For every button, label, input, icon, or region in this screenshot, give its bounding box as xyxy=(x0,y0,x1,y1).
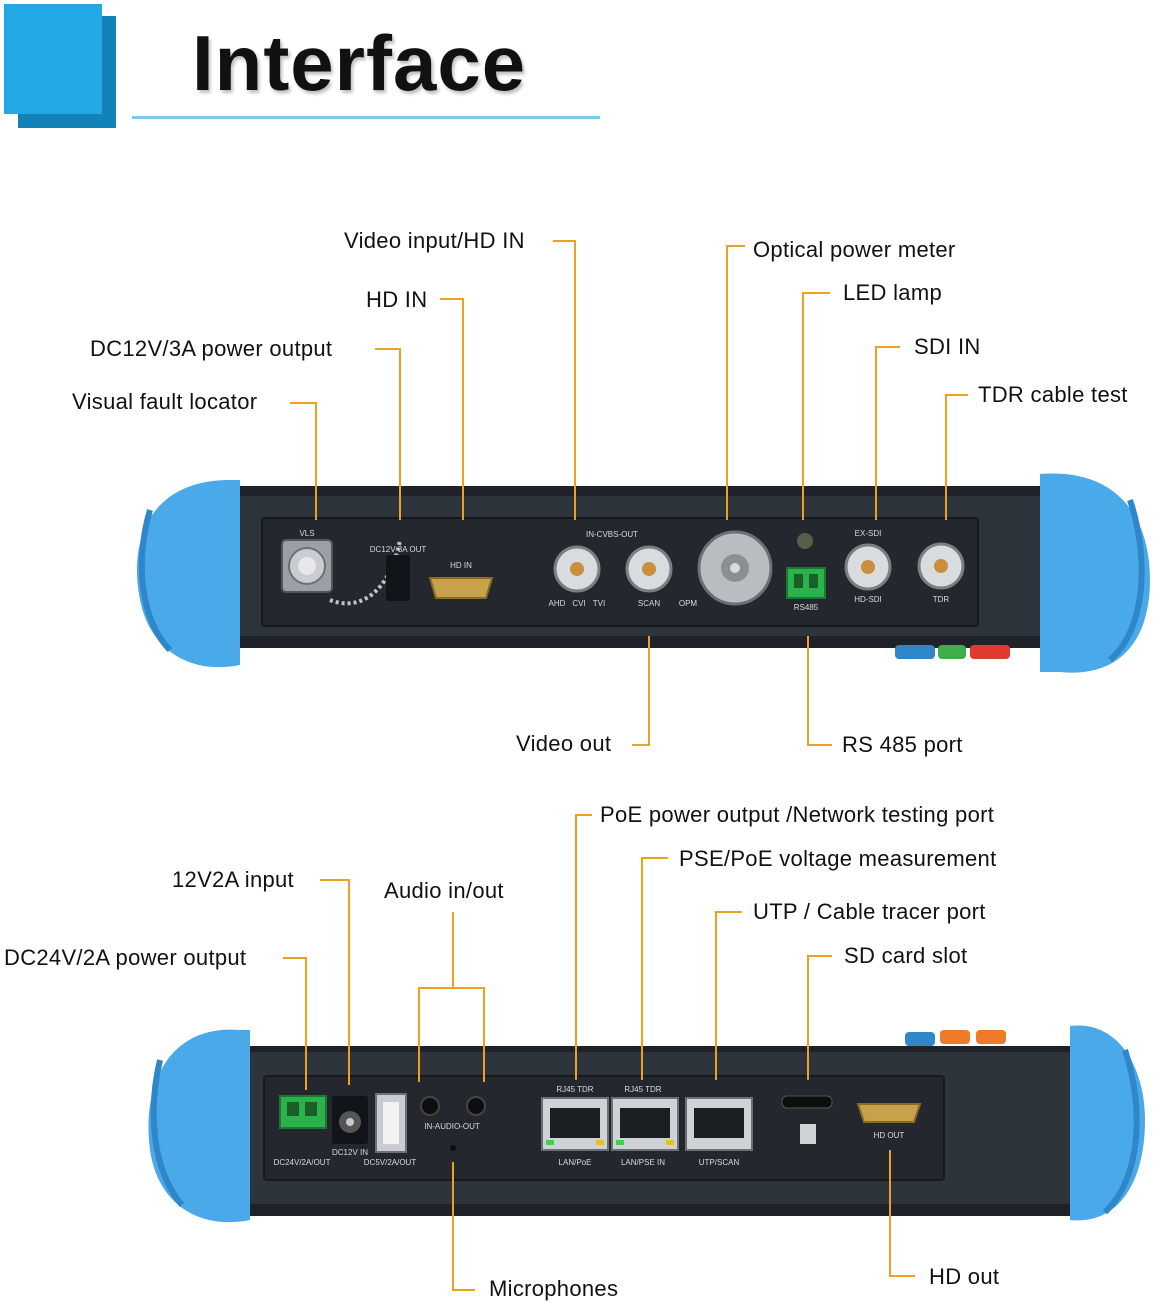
label-tvi: TVI xyxy=(593,599,605,608)
label-dc12v: DC12V 3A OUT xyxy=(370,545,427,554)
callout-pse-poe-voltage: PSE/PoE voltage measurement xyxy=(679,846,997,871)
label-in-cvbs-out: IN-CVBS-OUT xyxy=(586,530,638,539)
label-tdr: TDR xyxy=(933,595,950,604)
label-hd-sdi: HD-SDI xyxy=(854,595,882,604)
callout-visual-fault-locator: Visual fault locator xyxy=(72,389,258,414)
bottom-port-labels: DC24V/2A/OUT DC12V IN DC5V/2A/OUT IN-AUD… xyxy=(274,1085,905,1167)
callout-rs485-port: RS 485 port xyxy=(842,732,963,757)
callout-tdr-cable-test: TDR cable test xyxy=(978,382,1128,407)
callout-dc12v-power-output: DC12V/3A power output xyxy=(90,336,333,361)
top-leader-lines xyxy=(290,240,968,746)
callout-hd-out: HD out xyxy=(929,1264,1000,1289)
label-dc12v-in: DC12V IN xyxy=(332,1148,368,1157)
callout-dc24v-power-output: DC24V/2A power output xyxy=(4,945,247,970)
label-dc24v: DC24V/2A/OUT xyxy=(274,1158,331,1167)
callout-led-lamp: LED lamp xyxy=(843,280,942,305)
callout-sdi-in: SDI IN xyxy=(914,334,981,359)
callout-video-out: Video out xyxy=(516,731,612,756)
top-port-labels: VLS DC12V 3A OUT HD IN IN-CVBS-OUT AHD C… xyxy=(299,529,949,612)
label-rj45-tdr-1: RJ45 TDR xyxy=(556,1085,593,1094)
label-utp-scan: UTP/SCAN xyxy=(699,1158,740,1167)
callout-audio-in-out: Audio in/out xyxy=(384,878,504,903)
label-opm: OPM xyxy=(679,599,698,608)
callout-optical-power-meter: Optical power meter xyxy=(753,237,956,262)
callout-video-input-hd-in: Video input/HD IN xyxy=(344,228,525,253)
label-rj45-tdr-2: RJ45 TDR xyxy=(624,1085,661,1094)
label-rs485: RS485 xyxy=(794,603,819,612)
label-lan-poe: LAN/PoE xyxy=(559,1158,592,1167)
label-ex-sdi: EX-SDI xyxy=(855,529,882,538)
callout-poe-power-output: PoE power output /Network testing port xyxy=(600,802,995,827)
label-cvi: CVI xyxy=(572,599,585,608)
top-device xyxy=(136,473,1150,673)
label-ahd: AHD xyxy=(549,599,566,608)
label-scan: SCAN xyxy=(638,599,660,608)
label-vls: VLS xyxy=(299,529,314,538)
callout-hd-in: HD IN xyxy=(366,287,428,312)
header-accent-block-front xyxy=(4,4,102,114)
callout-utp-cable-tracer: UTP / Cable tracer port xyxy=(753,899,986,924)
title-underline xyxy=(132,116,600,119)
label-dc5v: DC5V/2A/OUT xyxy=(364,1158,417,1167)
callout-12v2a-input: 12V2A input xyxy=(172,867,294,892)
label-in-audio-out: IN-AUDIO-OUT xyxy=(424,1122,480,1131)
callout-sd-card-slot: SD card slot xyxy=(844,943,968,968)
label-lan-pse-in: LAN/PSE IN xyxy=(621,1158,665,1167)
label-hd-in: HD IN xyxy=(450,561,472,570)
page-title: Interface xyxy=(192,19,527,107)
bottom-leader-lines xyxy=(283,814,915,1291)
bottom-device xyxy=(148,1025,1145,1223)
label-hd-out: HD OUT xyxy=(874,1131,905,1140)
callout-microphones: Microphones xyxy=(489,1276,619,1301)
